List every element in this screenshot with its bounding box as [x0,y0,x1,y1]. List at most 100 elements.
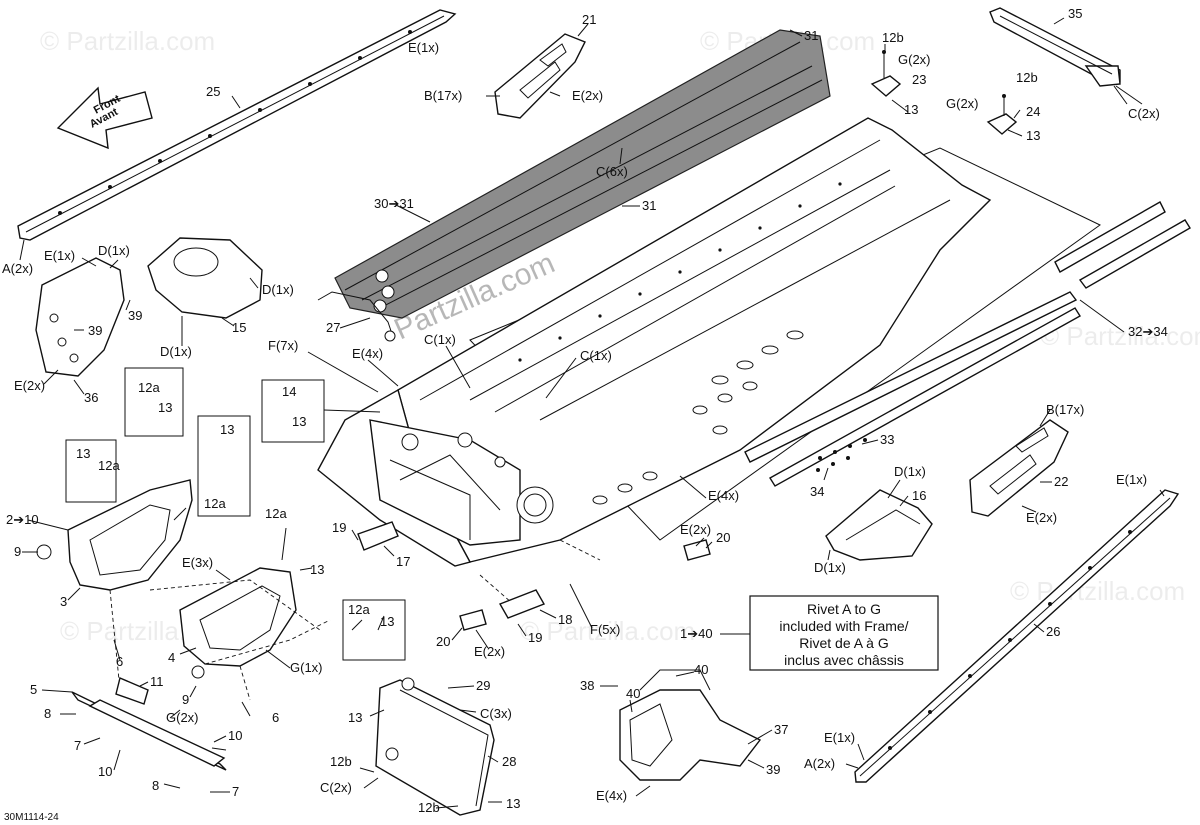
callout-e4x: E(4x) [596,788,627,803]
callout-13: 13 [348,710,362,725]
part-17-plate [357,521,399,551]
callout-38: 38 [580,678,594,693]
note-line-3: Rivet de A à G [799,635,889,651]
callout-e2x: E(2x) [572,88,603,103]
callout-g1x: G(1x) [290,660,323,675]
callout-c3x: C(3x) [480,706,512,721]
callout-c2x: C(2x) [1128,106,1160,121]
callout-10: 10 [228,728,242,743]
callout-13: 13 [76,446,90,461]
callout-12b: 12b [1016,70,1038,85]
callout-g2x: G(2x) [946,96,979,111]
callout-29: 29 [476,678,490,693]
callout-12b: 12b [330,754,352,769]
leader-lines [19,17,1165,809]
watermark-small: © Partzilla.com [40,26,215,56]
part-36-bracket [35,257,125,377]
callout-12a: 12a [348,602,370,617]
callout-10: 10 [98,764,112,779]
callout-b17x: B(17x) [1046,402,1084,417]
main-tunnel-frame [317,117,1101,567]
part-28-heat-exchanger [375,677,495,816]
callout-13: 13 [158,400,172,415]
part-25-rail-strip [17,9,457,241]
callout-d1x: D(1x) [98,243,130,258]
callout-22: 22 [1054,474,1068,489]
callout-40: 40 [626,686,640,701]
callout-16: 16 [912,488,926,503]
callout-e2x: E(2x) [1026,510,1057,525]
callout-31: 31 [804,28,818,43]
callout-12a: 12a [98,458,120,473]
callout-20: 20 [436,634,450,649]
callout-d1x: D(1x) [262,282,294,297]
part-37-bracket [619,669,762,781]
callout-labels: 25 21 31 12b G(2x) 23 13 35 12b G(2x) 24… [2,6,1168,823]
callout-8: 8 [152,778,159,793]
part-15-deflector [147,237,263,319]
callout-12a: 12a [204,496,226,511]
reference-code: 30M1114-24 [4,812,59,823]
callout-9: 9 [182,692,189,707]
callout-4: 4 [168,650,175,665]
callout-f7x: F(7x) [268,338,298,353]
callout-13: 13 [220,422,234,437]
callout-g2x: G(2x) [166,710,199,725]
callout-31: 31 [642,198,656,213]
callout-e3x: E(3x) [182,555,213,570]
callout-f5x: F(5x) [590,622,620,637]
callout-c1x: C(1x) [580,348,612,363]
callout-34: 34 [810,484,824,499]
callout-12a: 12a [138,380,160,395]
callout-1-40: 1➔40 [680,626,713,641]
callout-13: 13 [1026,128,1040,143]
part-3-bulkhead [36,479,193,591]
callout-13: 13 [310,562,324,577]
part-23-bracket [870,50,902,97]
callout-7: 7 [232,784,239,799]
callout-c2x: C(2x) [320,780,352,795]
callout-13: 13 [506,796,520,811]
front-arrow-icon: Front Avant [56,86,153,150]
callout-11: 11 [150,674,164,689]
part-27-cable [317,291,396,342]
part-10-plate [88,677,226,767]
callout-24: 24 [1026,104,1040,119]
detail-boxes [65,367,406,661]
callout-3: 3 [60,594,67,609]
note-line-2: included with Frame/ [779,618,908,634]
watermark-small: © Partzilla.com [1040,321,1200,351]
note-line-4: inclus avec châssis [784,652,904,668]
callout-37: 37 [774,722,788,737]
callout-19: 19 [332,520,346,535]
callout-6: 6 [272,710,279,725]
callout-39: 39 [88,323,102,338]
part-35-bracket [989,7,1121,87]
assembly-lines [109,539,601,701]
callout-35: 35 [1068,6,1082,21]
part-18-plate [498,589,546,619]
callout-25: 25 [206,84,220,99]
part-32-34-rails [744,201,1191,487]
callout-2-10: 2➔10 [6,512,39,527]
callout-6: 6 [116,654,123,669]
callout-18: 18 [558,612,572,627]
callout-d1x: D(1x) [814,560,846,575]
callout-b17x: B(17x) [424,88,462,103]
callout-32-34: 32➔34 [1128,324,1168,339]
callout-12b: 12b [418,800,440,815]
callout-23: 23 [912,72,926,87]
part-26-rail-strip [854,489,1180,783]
callout-27: 27 [326,320,340,335]
callout-33: 33 [880,432,894,447]
part-20-plate [459,539,711,631]
callout-e4x: E(4x) [352,346,383,361]
callout-a2x: A(2x) [2,261,33,276]
callout-8: 8 [44,706,51,721]
callout-5: 5 [30,682,37,697]
callout-e1x: E(1x) [408,40,439,55]
callout-12a: 12a [265,506,287,521]
callout-g2x: G(2x) [898,52,931,67]
part-4-bulkhead [179,567,297,679]
